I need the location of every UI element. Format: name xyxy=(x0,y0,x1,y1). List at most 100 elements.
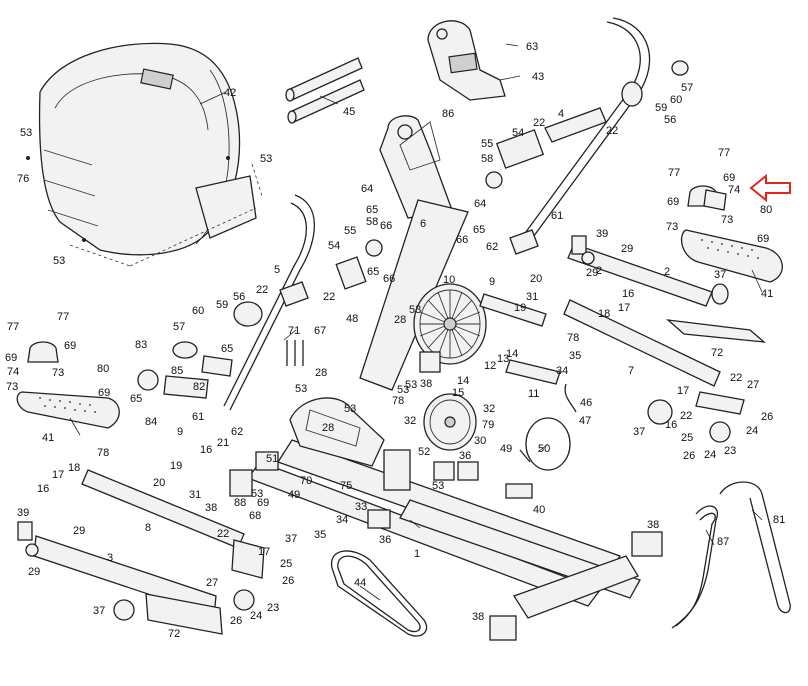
callout-53-f: 53 xyxy=(397,384,409,396)
callout-77-c: 77 xyxy=(7,321,19,333)
callout-55-b: 55 xyxy=(344,225,356,237)
callout-29-a: 29 xyxy=(621,243,633,255)
callout-29-c: 29 xyxy=(73,525,85,537)
callout-47: 47 xyxy=(579,415,591,427)
callout-28-a: 28 xyxy=(394,314,406,326)
callout-56-b: 56 xyxy=(233,291,245,303)
callout-14-b: 14 xyxy=(457,375,469,387)
callout-32-a: 32 xyxy=(483,403,495,415)
callout-71: 71 xyxy=(288,325,300,337)
callout-44: 44 xyxy=(354,577,366,589)
callout-74-a: 74 xyxy=(728,184,740,196)
callout-43: 43 xyxy=(532,71,544,83)
callout-66-c: 66 xyxy=(383,273,395,285)
callout-2-b: 2 xyxy=(596,265,602,277)
callout-34-a: 34 xyxy=(556,365,568,377)
callout-16-b: 16 xyxy=(665,419,677,431)
callout-69-a: 69 xyxy=(723,172,735,184)
callout-74-b: 74 xyxy=(7,366,19,378)
callout-53-j: 53 xyxy=(405,379,417,391)
callout-8: 8 xyxy=(145,522,151,534)
callout-16-d: 16 xyxy=(37,483,49,495)
callout-77-b: 77 xyxy=(668,167,680,179)
callout-76: 76 xyxy=(17,173,29,185)
callout-58-b: 58 xyxy=(366,216,378,228)
callout-49-b: 49 xyxy=(288,489,300,501)
callout-53-d: 53 xyxy=(409,304,421,316)
callout-61-a: 61 xyxy=(551,210,563,222)
callout-26-b: 26 xyxy=(683,450,695,462)
callout-73-b: 73 xyxy=(666,221,678,233)
callout-23-a: 23 xyxy=(724,445,736,457)
callout-52: 52 xyxy=(418,446,430,458)
callout-82: 82 xyxy=(193,381,205,393)
callout-36-a: 36 xyxy=(459,450,471,462)
callout-1: 1 xyxy=(414,548,420,560)
callout-51: 51 xyxy=(266,453,278,465)
callout-77-a: 77 xyxy=(718,147,730,159)
callout-27-b: 27 xyxy=(206,577,218,589)
callout-57-a: 57 xyxy=(681,82,693,94)
callout-24-c: 24 xyxy=(250,610,262,622)
callout-9-top: 9 xyxy=(489,276,495,288)
callout-37-d: 37 xyxy=(93,605,105,617)
callout-78-c: 78 xyxy=(392,395,404,407)
callout-69-g: 69 xyxy=(257,497,269,509)
callout-46: 46 xyxy=(580,397,592,409)
callout-62-b: 62 xyxy=(231,426,243,438)
callout-37-b: 37 xyxy=(633,426,645,438)
left-pedal xyxy=(16,341,120,429)
callout-64-a: 64 xyxy=(361,183,373,195)
callout-69-b: 69 xyxy=(667,196,679,208)
callout-25-a: 25 xyxy=(681,432,693,444)
callout-4: 4 xyxy=(558,108,564,120)
callout-73-c: 73 xyxy=(6,381,18,393)
callout-22-d: 22 xyxy=(323,291,335,303)
callout-16-a: 16 xyxy=(622,288,634,300)
callout-53-b: 53 xyxy=(260,153,272,165)
callout-62-a: 62 xyxy=(486,241,498,253)
callout-78-a: 78 xyxy=(567,332,579,344)
callout-45: 45 xyxy=(343,106,355,118)
callout-29-d: 29 xyxy=(28,566,40,578)
callout-31-a: 31 xyxy=(526,291,538,303)
callout-53-h: 53 xyxy=(432,480,444,492)
callout-73-d: 73 xyxy=(52,367,64,379)
callout-87: 87 xyxy=(717,536,729,548)
callout-27-a: 27 xyxy=(747,379,759,391)
callout-11: 11 xyxy=(528,388,539,400)
callout-18-a: 18 xyxy=(598,308,610,320)
callout-77-d: 77 xyxy=(57,311,69,323)
small-parts xyxy=(17,60,745,641)
handlebar-tubes xyxy=(285,57,365,124)
callout-65-b: 65 xyxy=(473,224,485,236)
callout-59-a: 59 xyxy=(655,102,667,114)
callout-18-b: 18 xyxy=(68,462,80,474)
callout-31-b: 31 xyxy=(189,489,201,501)
callout-17-c: 17 xyxy=(258,546,270,558)
callout-39-b: 39 xyxy=(17,507,29,519)
callout-28-c: 28 xyxy=(322,422,334,434)
callout-37-a: 37 xyxy=(714,269,726,281)
callout-20-a: 20 xyxy=(530,273,542,285)
callout-26-c: 26 xyxy=(282,575,294,587)
callout-64-b: 64 xyxy=(474,198,486,210)
callout-57-b: 57 xyxy=(173,321,185,333)
callout-28-b: 28 xyxy=(315,367,327,379)
callout-80-a: 80 xyxy=(760,204,772,216)
callout-22-g: 22 xyxy=(217,528,229,540)
drive-pulley xyxy=(423,393,477,451)
callout-60-a: 60 xyxy=(670,94,682,106)
callout-53-g: 53 xyxy=(344,403,356,415)
callout-24-b: 24 xyxy=(704,449,716,461)
right-pedal xyxy=(665,185,783,343)
callout-22-b: 22 xyxy=(606,125,618,137)
callout-72-a: 72 xyxy=(711,347,723,359)
callout-10: 10 xyxy=(443,274,455,286)
callout-21: 21 xyxy=(217,437,229,449)
callout-29-b: 29 xyxy=(586,267,598,279)
callout-69-e: 69 xyxy=(64,340,76,352)
callout-2: 2 xyxy=(664,266,670,278)
callout-41-a: 41 xyxy=(761,288,773,300)
